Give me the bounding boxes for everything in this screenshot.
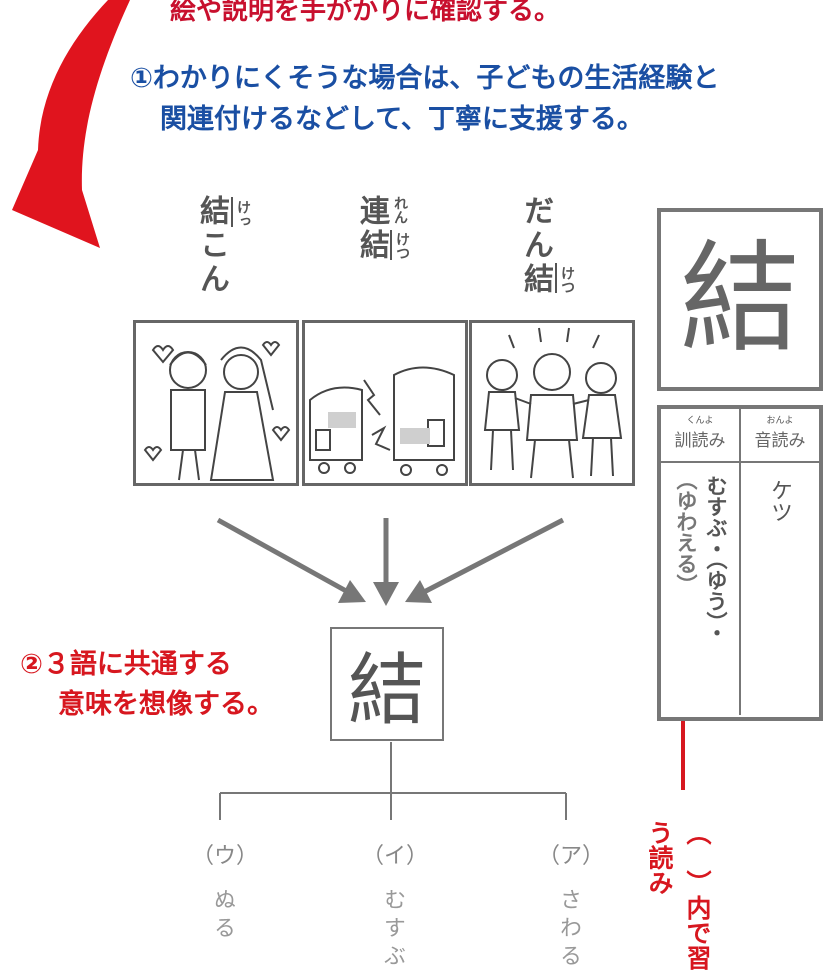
on-reading: ケツ [767,479,792,523]
choice-i-reading: むすぶ [380,888,405,972]
on-label: 音読み [754,431,806,451]
kun-label: 訓読み [674,431,726,451]
word-kekkon: 結こん [194,195,229,297]
side-note: （ ）内で習う読み [645,820,712,970]
word-renketsu-ketsu: 結 [354,229,389,263]
ruby-bar-3 [555,263,557,293]
choice-i-label: （イ） [362,844,429,869]
furigana-danketsu: けつ [559,266,575,294]
choice-a-reading: さわる [556,888,581,972]
step1-line1: ①わかりにくそうな場合は、子どもの生活経験と [130,63,720,94]
step2-instruction: ②３語に共通する 意味を想像する。 [20,645,274,725]
furigana-ketsu-2: けつ [394,232,410,260]
kun-header: くんよ 訓読み [661,409,741,461]
on-header: おんよ 音読み [741,409,819,461]
furigana-ren: れん [392,196,408,224]
kun-column: むすぶ・（ゆう）・ （ゆわえる） [661,463,741,715]
center-kanji-box: 結 [330,627,444,741]
step1-line2: 関連付けるなどして、丁寧に支援する。 [160,104,644,135]
choice-u-reading: ぬる [210,888,235,944]
word-renketsu-ren: 連 [354,195,389,229]
train-coupling-illustration [302,320,468,486]
center-kanji: 結 [347,646,426,736]
top-instruction: 絵や説明を手がかりに確認する。 [170,0,561,26]
word-danketsu: だん結 [518,195,553,297]
ruby-bar-2 [390,230,392,260]
readings-body: むすぶ・（ゆう）・ （ゆわえる） ケツ [661,463,819,715]
choice-u: （ウ） ぬる [192,838,259,944]
choice-a: （ア） さわる [538,838,605,972]
choice-a-label: （ア） [538,844,605,869]
ruby-bar-1 [231,197,233,227]
choice-i: （イ） むすぶ [362,838,429,972]
kanji-card: 結 [657,208,823,391]
choice-u-label: （ウ） [192,844,259,869]
card-kanji: 結 [680,229,800,369]
kun-reading-paren: （ゆわえる） [674,469,698,595]
on-ruby: おんよ [766,416,794,426]
wedding-illustration [133,320,299,486]
kun-reading-main: むすぶ・（ゆう）・ [704,475,728,643]
step2-line1: ②３語に共通する [20,649,232,680]
kun-ruby: くんよ [686,416,714,426]
readings-header-row: くんよ 訓読み おんよ 音読み [661,409,819,463]
red-curved-arrow-icon [12,0,130,248]
on-column: ケツ [741,463,819,715]
step1-instruction: ①わかりにくそうな場合は、子どもの生活経験と 関連付けるなどして、丁寧に支援する… [130,58,719,140]
friends-illustration [469,320,635,486]
furigana-kekkon: けっ [235,200,251,228]
step2-line2: 意味を想像する。 [58,689,274,720]
readings-card: くんよ 訓読み おんよ 音読み むすぶ・（ゆう）・ （ゆわえる） ケツ [657,405,823,721]
